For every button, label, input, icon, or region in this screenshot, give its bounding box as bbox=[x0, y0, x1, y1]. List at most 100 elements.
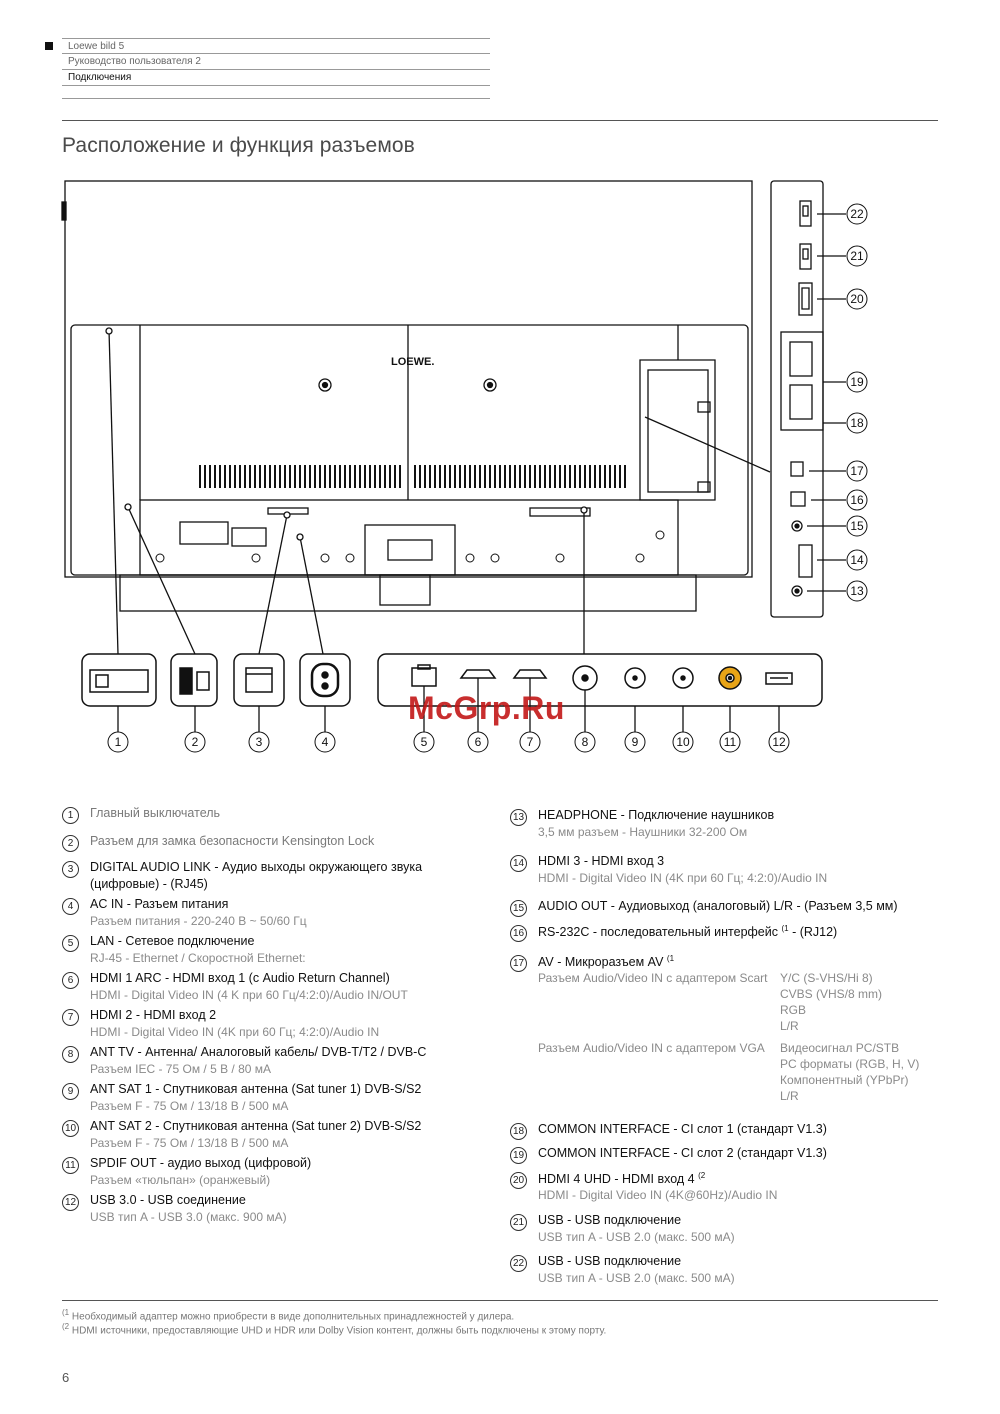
callout-5: 5 bbox=[421, 735, 428, 749]
header-bullet bbox=[45, 42, 53, 50]
item-detail: USB тип A - USB 2.0 (макс. 500 мА) bbox=[538, 1271, 735, 1285]
scart-value: RGB bbox=[780, 1003, 807, 1017]
callout-11: 11 bbox=[724, 735, 737, 749]
legend-left: 1 Главный выключатель 2 Разъем для замка… bbox=[62, 806, 482, 1236]
scart-value: CVBS (VHS/8 mm) bbox=[780, 987, 883, 1001]
item-title: Главный выключатель bbox=[90, 806, 221, 820]
item-number: 1 bbox=[62, 807, 79, 824]
scart-label: Разъем Audio/Video IN с адаптером Scart bbox=[538, 971, 768, 985]
item-detail: HDMI - Digital Video IN (4K при 60 Гц; 4… bbox=[538, 871, 828, 885]
callout-6: 6 bbox=[475, 735, 482, 749]
callout-21: 21 bbox=[850, 249, 864, 263]
item-number: 14 bbox=[510, 855, 527, 872]
item-detail: 3,5 мм разъем - Наушники 32-200 Ом bbox=[538, 825, 748, 839]
item-number: 17 bbox=[510, 955, 527, 972]
item-title: USB 3.0 - USB соединение bbox=[90, 1193, 246, 1207]
ci-slot-icon bbox=[780, 331, 824, 431]
usb-port-icon bbox=[799, 243, 812, 270]
item-detail: USB тип A - USB 3.0 (макс. 900 мА) bbox=[90, 1210, 287, 1224]
header-separator bbox=[62, 98, 490, 99]
ac-in-box bbox=[299, 653, 351, 707]
item-title: USB - USB подключение bbox=[538, 1213, 682, 1227]
scart-value: L/R bbox=[780, 1019, 799, 1033]
footnote-ref: (1 bbox=[666, 954, 675, 963]
digital-audio-link-box bbox=[233, 653, 285, 707]
item-detail: (цифровые) - (RJ45) bbox=[90, 877, 208, 891]
item-title: HDMI 4 UHD - HDMI вход 4 (2 bbox=[538, 1171, 706, 1187]
callout-1: 1 bbox=[115, 735, 122, 749]
callout-14: 14 bbox=[850, 553, 864, 567]
vga-value: Компонентный (YPbPr) bbox=[780, 1073, 909, 1087]
item-detail: HDMI - Digital Video IN (4 K при 60 Гц/4… bbox=[90, 988, 408, 1002]
av-port-icon bbox=[790, 461, 804, 477]
vga-label: Разъем Audio/Video IN с адаптером VGA bbox=[538, 1041, 765, 1055]
item-number: 7 bbox=[62, 1009, 79, 1026]
connector-diagram: LOEWE. 22 21 20 19 18 17 16 15 14 13 bbox=[61, 180, 868, 753]
top-rule bbox=[62, 120, 938, 121]
item-title: USB - USB подключение bbox=[538, 1254, 682, 1268]
page-title: Расположение и функция разъемов bbox=[62, 134, 415, 157]
item-title: LAN - Сетевое подключение bbox=[90, 934, 255, 948]
item-number: 9 bbox=[62, 1083, 79, 1100]
item-number: 10 bbox=[62, 1120, 79, 1137]
callout-8: 8 bbox=[582, 735, 589, 749]
side-panel bbox=[644, 180, 846, 618]
item-title: AV - Микроразъем AV (1 bbox=[538, 954, 675, 970]
rear-connector-box bbox=[377, 653, 823, 707]
item-title: ANT SAT 2 - Спутниковая антенна (Sat tun… bbox=[90, 1119, 422, 1133]
item-title: HEADPHONE - Подключение наушников bbox=[538, 808, 775, 822]
footnote-ref: (1 bbox=[781, 924, 789, 933]
item-detail: Разъем IEC - 75 Ом / 5 В / 80 мА bbox=[90, 1062, 272, 1076]
callout-9: 9 bbox=[632, 735, 639, 749]
hdmi-port-icon bbox=[798, 544, 813, 578]
item-detail: HDMI - Digital Video IN (4K@60Hz)/Audio … bbox=[538, 1188, 778, 1202]
item-number: 21 bbox=[510, 1214, 527, 1231]
item-title: AC IN - Разъем питания bbox=[90, 897, 229, 911]
callout-17: 17 bbox=[850, 464, 864, 478]
item-detail: RJ-45 - Ethernet / Скоростной Ethernet: bbox=[90, 951, 306, 965]
item-number: 15 bbox=[510, 900, 527, 917]
item-title: Разъем для замка безопасности Kensington… bbox=[90, 834, 375, 848]
page-number: 6 bbox=[62, 1370, 70, 1385]
item-title: COMMON INTERFACE - CI слот 1 (стандарт V… bbox=[538, 1122, 827, 1136]
item-title: RS-232C - последовательный интерфейс (1 … bbox=[538, 924, 838, 940]
header-brand: Loewe bild 5 bbox=[62, 38, 490, 54]
item-title: HDMI 1 ARC - HDMI вход 1 (с Audio Return… bbox=[90, 971, 390, 985]
tv-back-frame bbox=[64, 180, 753, 578]
footnote-1: (1 Необходимый адаптер можно приобрести … bbox=[62, 1308, 515, 1323]
header-manual: Руководство пользователя 2 bbox=[62, 54, 490, 70]
item-number: 8 bbox=[62, 1046, 79, 1063]
vga-value: PC форматы (RGB, H, V) bbox=[780, 1057, 920, 1071]
hdmi-port-icon bbox=[798, 282, 813, 316]
item-detail: Разъем F - 75 Ом / 13/18 В / 500 мА bbox=[90, 1099, 289, 1113]
item-number: 2 bbox=[62, 835, 79, 852]
callout-22: 22 bbox=[850, 207, 864, 221]
scart-value: Y/C (S-VHS/Hi 8) bbox=[780, 971, 873, 985]
kensington-box bbox=[170, 653, 218, 707]
loewe-logo: LOEWE. bbox=[391, 356, 434, 368]
footnote-ref: (2 bbox=[698, 1171, 706, 1180]
item-title: HDMI 3 - HDMI вход 3 bbox=[538, 854, 665, 868]
watermark: McGrp.Ru bbox=[408, 690, 565, 726]
callout-3: 3 bbox=[256, 735, 263, 749]
item-title: COMMON INTERFACE - CI слот 2 (стандарт V… bbox=[538, 1146, 827, 1160]
item-number: 5 bbox=[62, 935, 79, 952]
item-detail: Разъем F - 75 Ом / 13/18 В / 500 мА bbox=[90, 1136, 289, 1150]
headphone-jack-icon bbox=[791, 585, 803, 597]
item-number: 16 bbox=[510, 925, 527, 942]
item-detail: HDMI - Digital Video IN (4K при 60 Гц; 4… bbox=[90, 1025, 380, 1039]
rs232-port-icon bbox=[790, 491, 806, 507]
item-number: 22 bbox=[510, 1255, 527, 1272]
callout-16: 16 bbox=[850, 493, 864, 507]
item-title: SPDIF OUT - аудио выход (цифровой) bbox=[90, 1156, 312, 1170]
power-switch-box bbox=[81, 653, 157, 707]
legend-right: 13 HEADPHONE - Подключение наушников 3,5… bbox=[510, 808, 930, 1288]
item-detail: Разъем «тюльпан» (оранжевый) bbox=[90, 1173, 271, 1187]
item-title: ANT SAT 1 - Спутниковая антенна (Sat tun… bbox=[90, 1082, 422, 1096]
audio-out-jack-icon bbox=[791, 520, 803, 532]
usb-port-icon bbox=[799, 200, 812, 227]
item-number: 3 bbox=[62, 861, 79, 878]
header-section: Подключения bbox=[62, 70, 490, 86]
item-number: 20 bbox=[510, 1172, 527, 1189]
item-detail: USB тип A - USB 2.0 (макс. 500 мА) bbox=[538, 1230, 735, 1244]
